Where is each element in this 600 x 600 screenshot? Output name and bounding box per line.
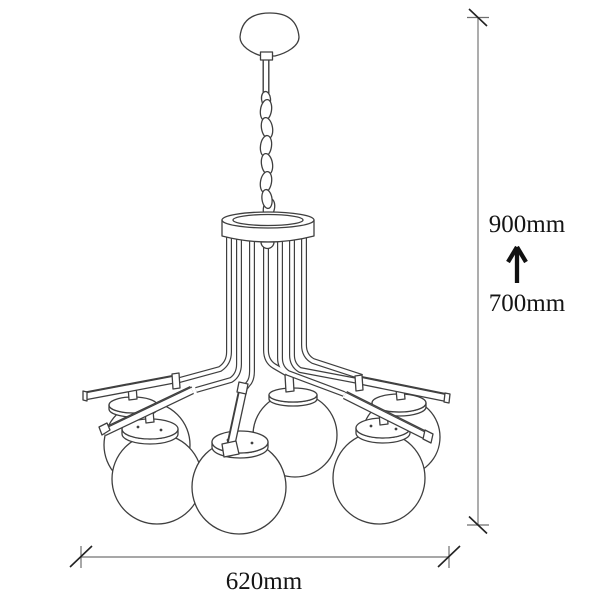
arm-joint-collars <box>171 372 364 395</box>
height-min-label: 700mm <box>489 290 566 317</box>
chain <box>259 90 274 210</box>
chandelier-artwork <box>82 12 451 535</box>
hub-finial <box>260 241 275 250</box>
globe-cap-front-center <box>211 430 269 459</box>
globe-cap-back-center <box>268 387 318 407</box>
vertical-dimension-line <box>467 8 489 535</box>
stem <box>259 51 274 97</box>
center-arm-connector <box>221 440 240 458</box>
ceiling-canopy <box>239 12 300 57</box>
horizontal-dimension-line <box>69 545 461 568</box>
glass-globe-front-right <box>332 431 426 525</box>
dimension-tick-marks <box>69 545 461 568</box>
arm-bars <box>82 372 451 458</box>
suspension-rods <box>175 236 363 397</box>
glass-globe-front-left <box>111 433 203 525</box>
height-max-label: 900mm <box>489 211 566 238</box>
dimension-tick-marks <box>468 8 488 535</box>
up-arrow-icon <box>506 245 528 283</box>
hub <box>221 197 315 250</box>
width-label: 620mm <box>226 568 303 595</box>
